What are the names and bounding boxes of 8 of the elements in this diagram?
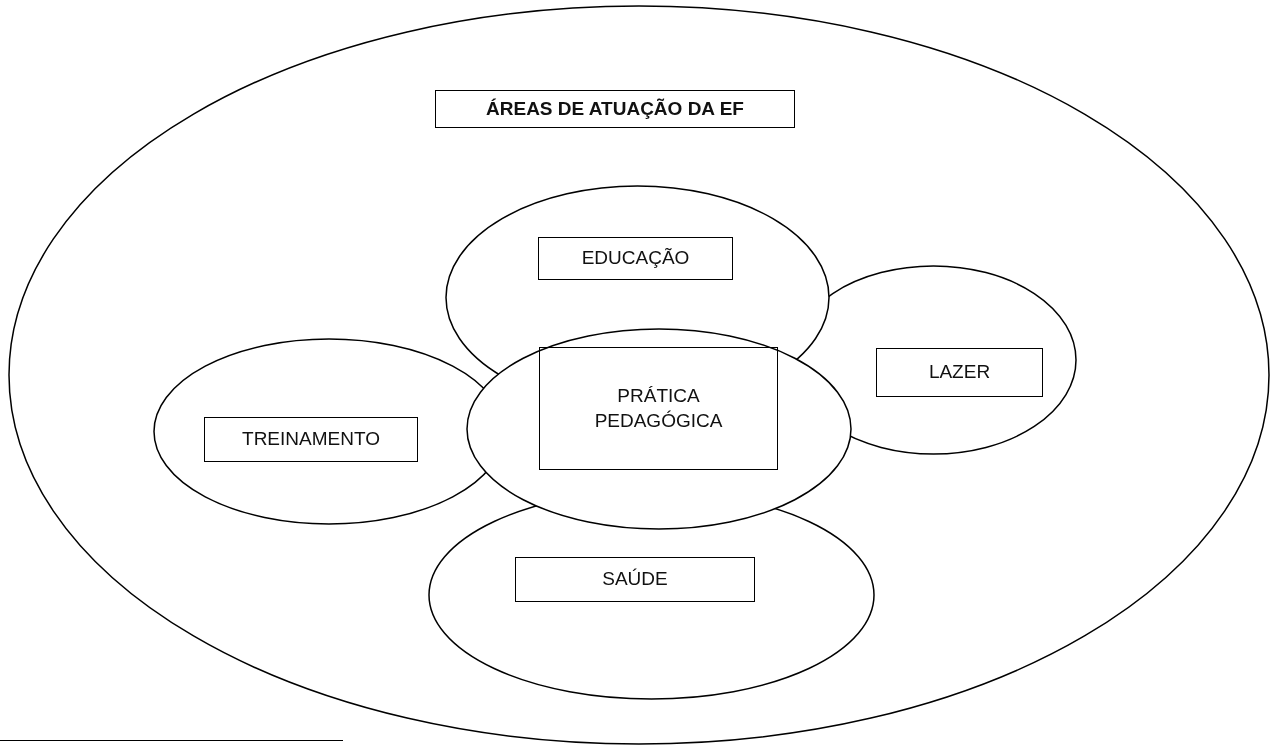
area-ellipse	[8, 5, 1270, 745]
area-label: PRÁTICA PEDAGÓGICA	[539, 347, 778, 470]
area-label: EDUCAÇÃO	[538, 237, 733, 280]
area-ellipse	[466, 328, 852, 530]
area-label: SAÚDE	[515, 557, 755, 602]
area-label: ÁREAS DE ATUAÇÃO DA EF	[435, 90, 795, 128]
area-label: LAZER	[876, 348, 1043, 397]
area-label: TREINAMENTO	[204, 417, 418, 462]
